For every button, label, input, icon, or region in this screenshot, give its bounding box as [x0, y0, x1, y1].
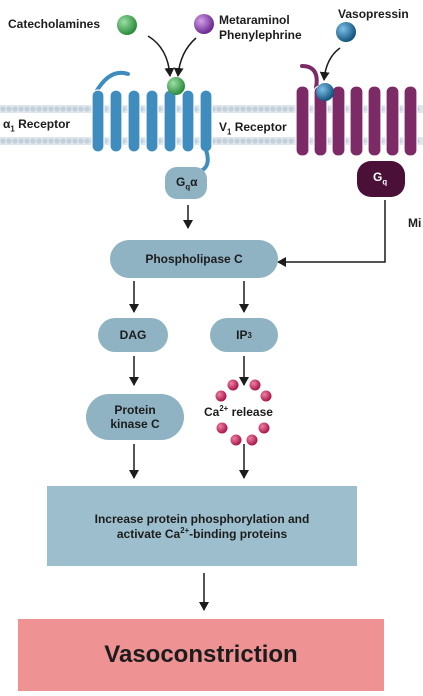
dag-node: DAG — [98, 318, 168, 352]
gq-alpha-label: Gqα — [176, 175, 198, 192]
binding-arrows — [147, 35, 341, 81]
v1-receptor-label: V1 Receptor — [219, 120, 287, 137]
metaraminol-label: Metaraminol — [219, 13, 290, 27]
bound-ligand — [167, 77, 185, 95]
gq-alpha-protein — [165, 167, 207, 199]
vasopressin-label: Vasopressin — [338, 7, 409, 21]
phospholipase-c-node: Phospholipase C — [110, 240, 278, 278]
alpha1-receptor — [91, 70, 213, 174]
phenylephrine-label: Phenylephrine — [219, 28, 302, 42]
pathway-arrows — [129, 200, 386, 611]
v1-receptor — [295, 64, 418, 157]
metaraminol-ligand — [194, 14, 214, 34]
catecholamine-ligand — [117, 15, 137, 35]
calcium-ions — [215, 379, 272, 446]
vasopressin-ligand — [336, 22, 356, 42]
catecholamines-label: Catecholamines — [8, 17, 101, 31]
alpha1-receptor-label: α1 Receptor — [3, 117, 71, 134]
ca-release-label: Ca2+ release — [204, 404, 273, 419]
vasoconstriction-outcome: Vasoconstriction — [18, 619, 384, 691]
cropped-edge-text: Mi — [408, 216, 422, 230]
phosphorylation-node: Increase protein phosphorylation and act… — [47, 486, 357, 566]
bound-vasopressin — [316, 83, 334, 101]
gq-label: Gq — [373, 170, 388, 187]
gq-protein — [357, 161, 405, 197]
